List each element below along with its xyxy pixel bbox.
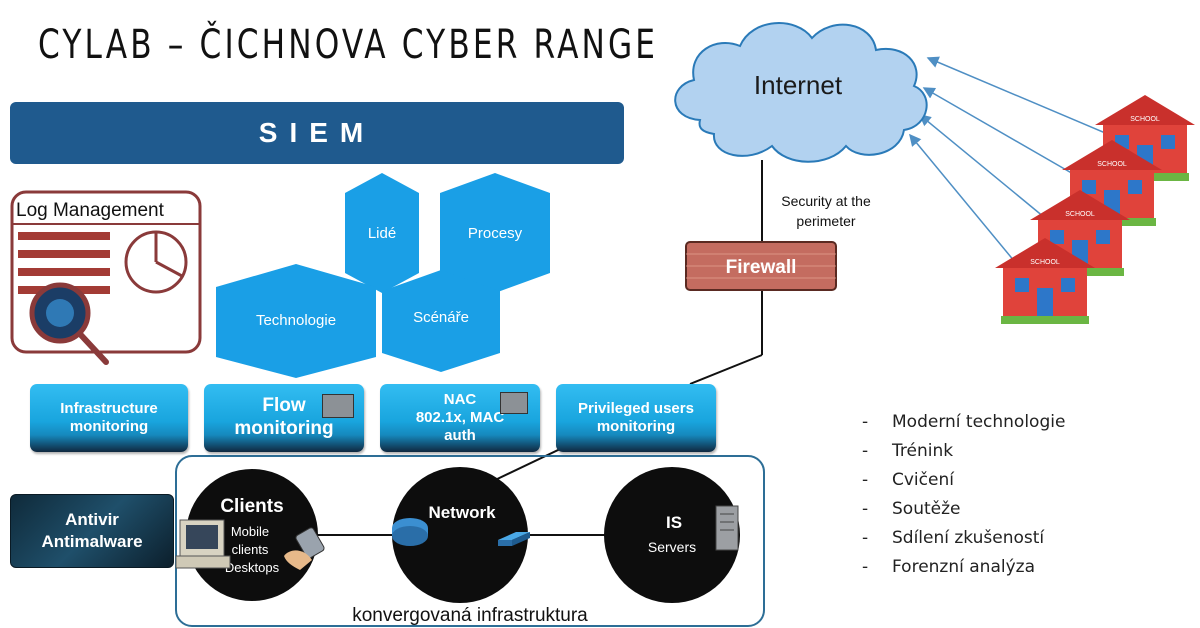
clients-title: Clients [220, 496, 283, 517]
is-servers-label: Servers [648, 539, 696, 555]
svg-text:SCHOOL: SCHOOL [1130, 116, 1160, 123]
network-title: Network [428, 503, 496, 522]
list-item: -Moderní technologie [862, 412, 1066, 432]
internet-cloud [674, 22, 928, 163]
nac-box: NAC 802.1x, MAC auth [380, 384, 540, 452]
infrastructure-monitoring-box: Infrastructure monitoring [30, 384, 188, 452]
antivirus-line-2: Antimalware [41, 532, 143, 551]
hexagon-technologie [216, 264, 376, 378]
network-circle [392, 467, 528, 603]
router-icon [392, 518, 428, 546]
is-title: IS [666, 513, 682, 532]
infrastructure-box [175, 455, 765, 627]
svg-text:SCHOOL: SCHOOL [1030, 259, 1060, 266]
clients-line-3: Desktops [225, 560, 280, 575]
perimeter-line-2: perimeter [796, 213, 855, 229]
flow-monitoring-line-1: Flow [262, 395, 306, 417]
svg-text:SCHOOL: SCHOOL [1097, 161, 1127, 168]
hexagon-scenare-label: Scénáře [413, 309, 469, 326]
antivirus-line-1: Antivir [65, 509, 119, 529]
server-icon [715, 505, 739, 551]
firewall-label: Firewall [726, 257, 797, 278]
benefits-list: -Moderní technologie -Trénink -Cvičení -… [862, 412, 1065, 586]
hexagon-lide-label: Lidé [368, 225, 396, 242]
page-title: CYLAB – ČICHNOVA CYBER RANGE [38, 22, 659, 68]
switch-icon [498, 532, 530, 546]
infrastructure-caption: konvergovaná infrastruktura [352, 605, 588, 626]
infrastructure-monitoring-line-1: Infrastructure [60, 400, 158, 417]
list-item: -Cvičení [862, 470, 954, 490]
school-buildings: SCHOOL SCHOOL SCHOOL SCHOOL [995, 95, 1195, 324]
flow-monitoring-line-2: monitoring [234, 418, 334, 439]
flow-device-icon [322, 394, 354, 418]
siem-banner: SIEM [10, 102, 624, 164]
nac-line-2: 802.1x, MAC [415, 409, 505, 426]
clients-line-1: Mobile [231, 524, 269, 539]
hexagon-lide [345, 173, 419, 293]
privileged-line-2: monitoring [596, 418, 676, 435]
perimeter-line-1: Security at the [781, 193, 871, 209]
clients-line-2: clients [232, 542, 269, 557]
hexagon-procesy-label: Procesy [468, 225, 523, 242]
school-arrows [909, 56, 1111, 263]
infrastructure-monitoring-line-2: monitoring [69, 418, 149, 435]
privileged-line-1: Privileged users [578, 400, 694, 417]
hexagon-technologie-label: Technologie [256, 312, 336, 329]
log-management-label: Log Management [16, 200, 165, 221]
antivirus-box: Antivir Antimalware [10, 494, 174, 568]
svg-text:SCHOOL: SCHOOL [1065, 211, 1095, 218]
list-item: -Sdílení zkušeností [862, 528, 1045, 548]
hexagon-procesy [440, 173, 550, 293]
list-item: -Soutěže [862, 499, 961, 519]
school-icon: SCHOOL [995, 238, 1095, 324]
hexagon-scenare [382, 270, 500, 372]
nac-line-3: auth [444, 427, 476, 444]
privileged-users-monitoring-box: Privileged users monitoring [556, 384, 716, 452]
nac-device-icon [500, 392, 528, 414]
is-circle [604, 467, 740, 603]
siem-label: SIEM [258, 117, 376, 148]
mobile-device-icon [284, 527, 325, 570]
internet-label: Internet [754, 70, 843, 100]
desktop-computer-icon [175, 519, 231, 569]
list-item: -Trénink [862, 441, 954, 461]
nac-line-1: NAC [443, 391, 477, 408]
list-item: -Forenzní analýza [862, 557, 1035, 577]
flow-monitoring-box: Flow monitoring [204, 384, 364, 452]
log-management-icon [10, 190, 202, 365]
